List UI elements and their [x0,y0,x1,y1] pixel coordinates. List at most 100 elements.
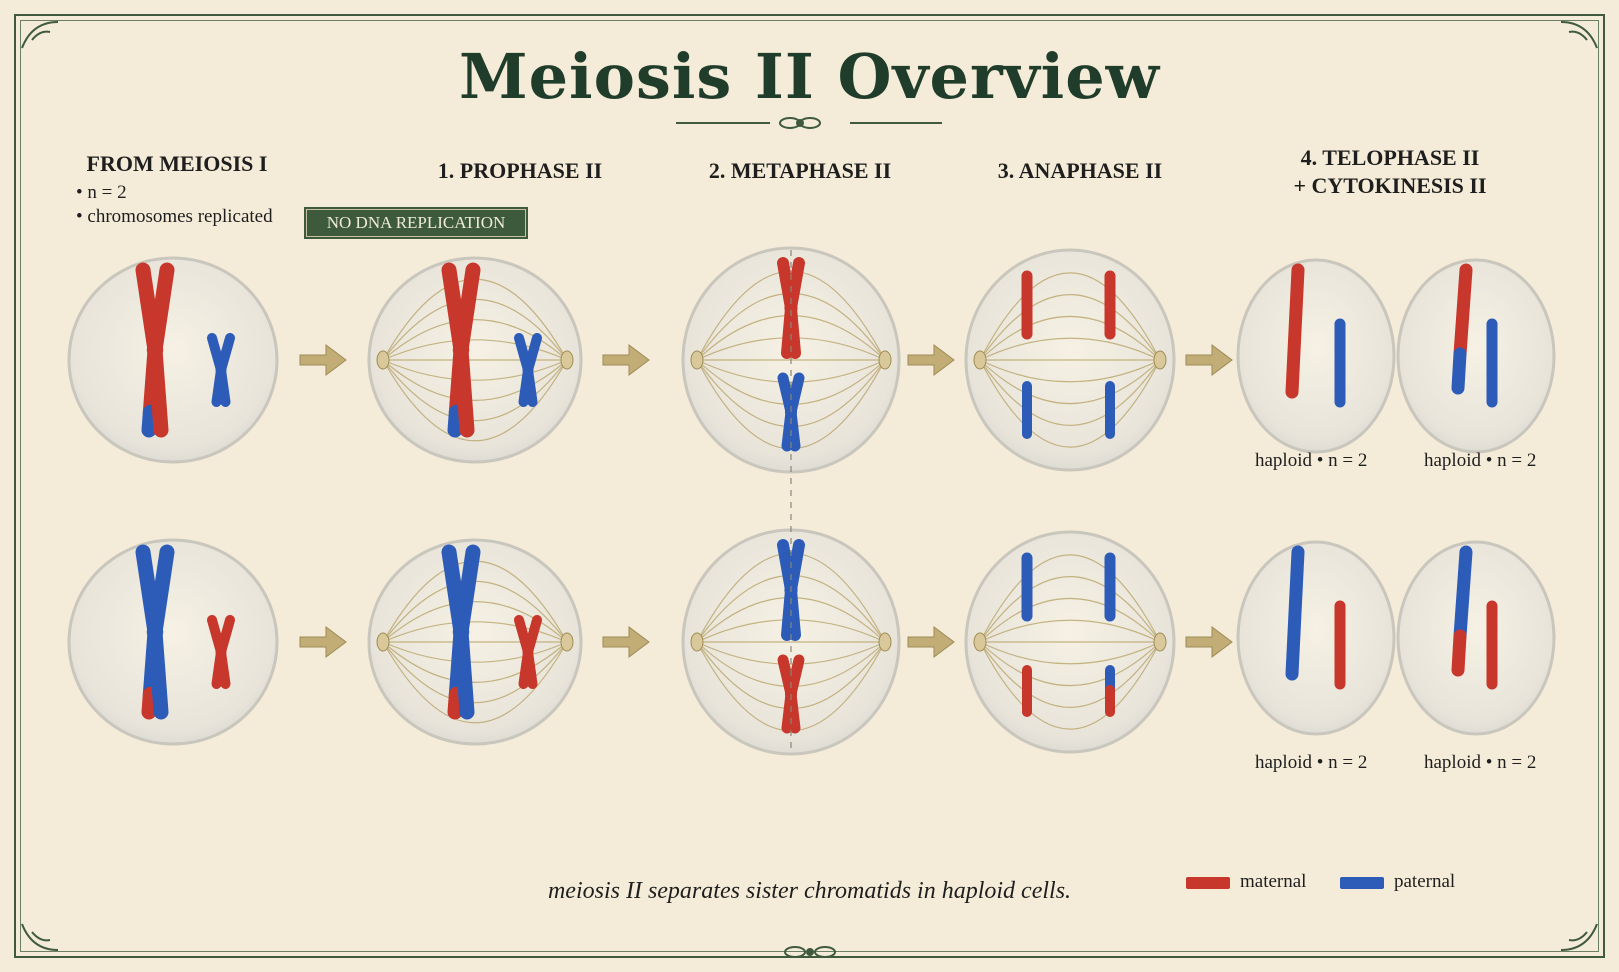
haploid-label: haploid • n = 2 [1255,450,1368,471]
header-from-meiosis: FROM MEIOSIS I [86,151,268,176]
chromatid [453,342,475,438]
centrosome [973,632,987,652]
centromere [522,364,534,376]
chromatid [785,302,801,359]
centromere [215,646,227,658]
spindle-fiber [979,641,1161,687]
no-dna-replication-banner: NO DNA REPLICATION [306,209,526,237]
spindle-fiber [979,359,1161,426]
chromatid [453,624,475,720]
spindle-fibers [979,272,1161,448]
chromatid [785,584,801,641]
centromere [452,341,470,359]
paternal-swatch [1340,876,1384,889]
header-anaphase: 3. ANAPHASE II [997,158,1163,183]
haploid-label: haploid • n = 2 [1255,752,1368,773]
spindle-fiber [696,270,886,361]
centromere [452,623,470,641]
crossover-segment [1451,347,1467,395]
legend-maternal: maternal [1186,871,1306,893]
centrosome [376,350,390,370]
spindle-fiber [979,294,1161,361]
arrow-icon [299,344,347,376]
header-prophase: 1. PROPHASE II [437,158,603,183]
spindle-fiber [979,359,1161,448]
crossover-segment [141,404,158,438]
page-title: Meiosis II Overview [458,40,1161,113]
centrosome [878,632,892,652]
spindle-fiber [979,619,1161,643]
cell [1236,540,1396,736]
centromere [146,341,164,359]
chromatid [147,342,169,438]
spindle-fiber [979,554,1161,643]
legend-maternal-label: maternal [1240,871,1307,892]
legend-paternal: paternal [1340,871,1455,893]
centrosome [1153,632,1167,652]
spindle-fiber [382,359,568,421]
header-telophase-line2: + CYTOKINESIS II [1293,173,1487,198]
spindle-fiber [979,641,1161,730]
arrow-icon [907,626,955,658]
centrosome [1153,350,1167,370]
cell [67,538,279,746]
chromatid [785,257,805,314]
cell [1236,258,1396,454]
spindle-fiber [979,641,1161,665]
arrow-icon [602,626,650,658]
chromatid [453,262,481,358]
chromatid [147,262,175,358]
legend-paternal-label: paternal [1394,871,1456,892]
spindle-fiber [382,359,568,442]
chromatid [453,544,481,640]
arrow-icon [602,344,650,376]
arrow-icon [1185,626,1233,658]
centrosome [560,350,574,370]
caption: meiosis II separates sister chromatids i… [547,878,1072,904]
centromere [522,646,534,658]
centrosome [560,632,574,652]
spindle-fibers [382,560,568,724]
spindle-fiber [382,319,568,361]
spindle-fiber [979,641,1161,708]
spindle-fiber [382,641,568,663]
spindle-fiber [979,337,1161,361]
spindle-fiber [979,597,1161,643]
centrosome [376,632,390,652]
bullet-n2: • n = 2 [76,182,127,203]
chromatid [1453,263,1473,361]
chromatid [1285,545,1305,681]
haploid-label: haploid • n = 2 [1424,450,1537,471]
spindle-fiber [979,272,1161,361]
corner-ornaments [21,21,1598,951]
chromatid [785,539,805,596]
centromere [784,301,798,315]
spindle-fiber [979,359,1161,405]
crossover-segment [141,686,158,720]
arrow-icon [1185,344,1233,376]
centrosome [690,350,704,370]
chromatid [216,615,235,657]
spindle-fibers [979,554,1161,730]
bullet-replicated: • chromosomes replicated [76,206,273,227]
crossover-segment [447,404,464,438]
header-metaphase: 2. METAPHASE II [708,158,892,183]
spindle-fiber [382,601,568,643]
spindle-fiber [382,641,568,703]
cell [67,256,279,464]
chromatid [216,333,235,375]
outer-border [14,14,1605,958]
chromatid [147,544,175,640]
chromatid [523,333,542,375]
spindle-fiber [382,621,568,643]
chromatid [1453,545,1473,643]
centrosome [878,350,892,370]
arrow-icon [907,344,955,376]
spindle-fiber [696,641,886,665]
spindle-fiber [382,359,568,401]
spindle-fiber [979,359,1161,383]
cell [1396,258,1556,454]
title-flourish [676,117,942,129]
